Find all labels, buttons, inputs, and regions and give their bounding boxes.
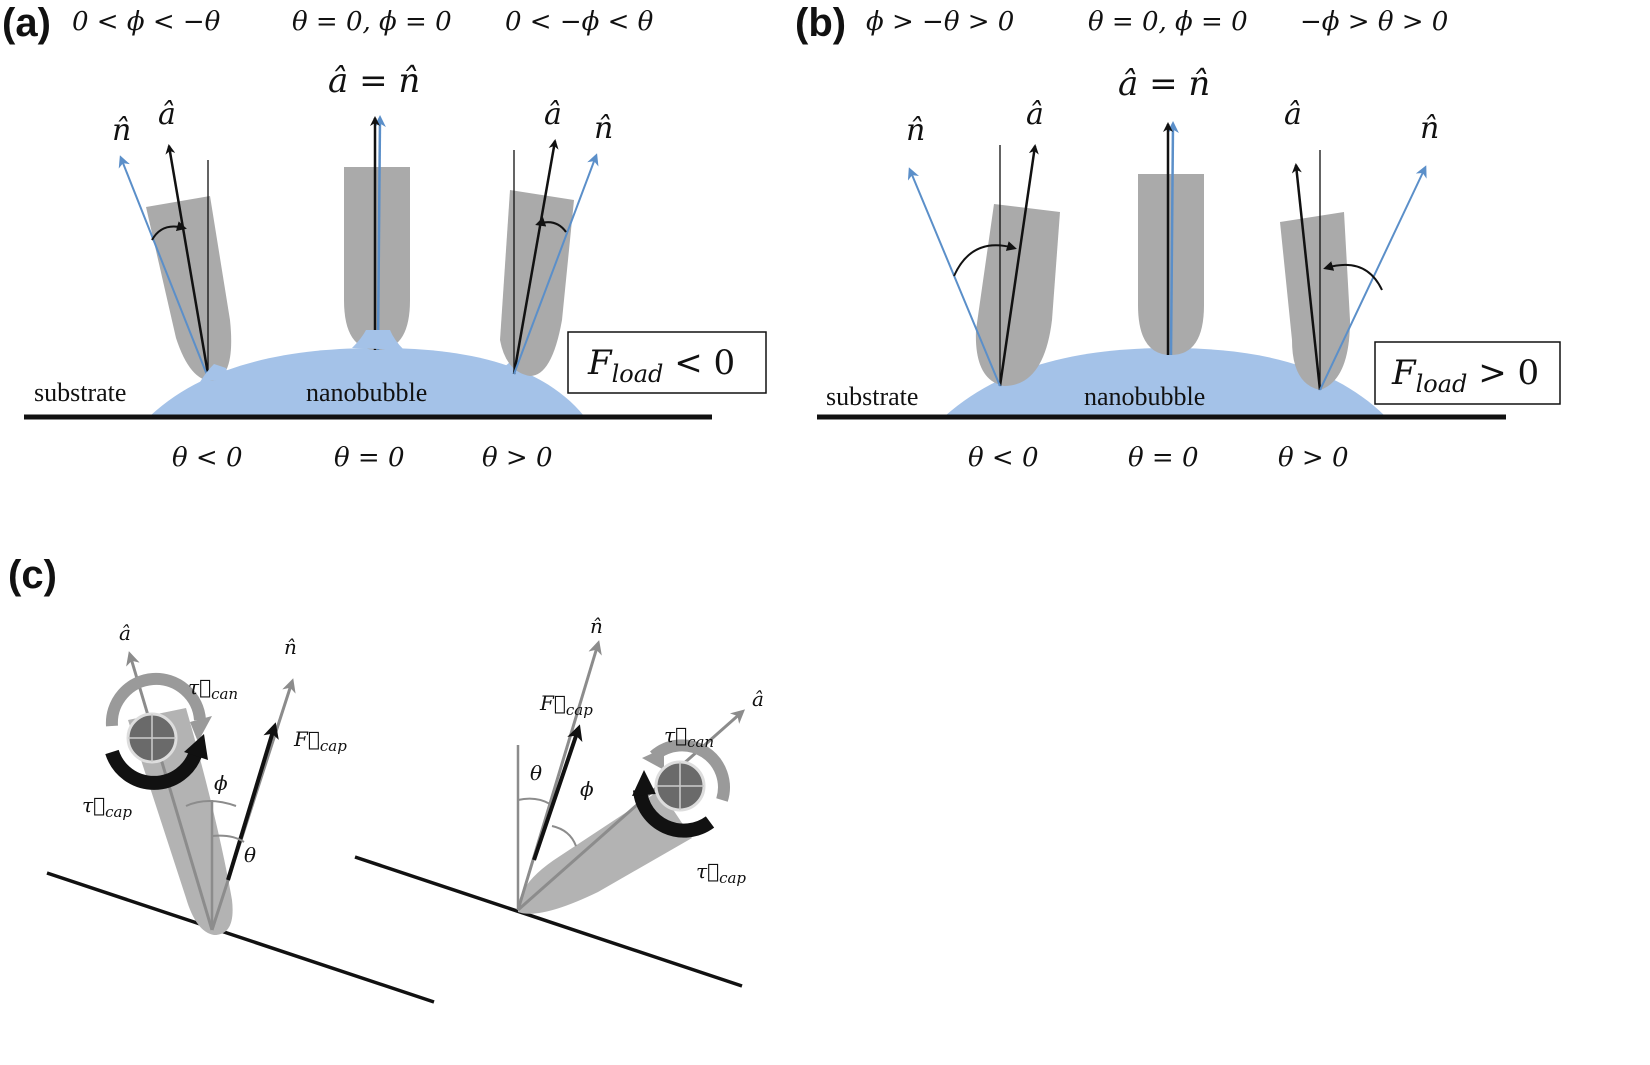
panel-b-nanobubble-shape bbox=[945, 348, 1385, 416]
panel-c-right-tau-cap-arc bbox=[633, 789, 715, 838]
panel-a-meniscus-center bbox=[352, 330, 404, 350]
panel-c-right-phi-label: ϕ bbox=[580, 777, 594, 801]
panel-b-axis-arrow-left bbox=[998, 144, 1039, 387]
panel-c-right-tip bbox=[517, 790, 692, 914]
panel-a-tip-center bbox=[344, 167, 410, 350]
panel-b-left-n-label: n̂ bbox=[906, 113, 925, 148]
panel-c-left-tau-cap-head bbox=[184, 734, 208, 760]
panel-b-theta-center: θ = 0 bbox=[1128, 443, 1199, 473]
panel-c-left-theta-arc bbox=[211, 834, 245, 843]
panel-a-tip-left bbox=[146, 196, 232, 381]
panel-c-right-n-label: n̂ bbox=[590, 614, 603, 638]
panel-c-left-phi-label: ϕ bbox=[214, 771, 228, 795]
panel-a-axis-arrow-right bbox=[512, 139, 559, 375]
panel-c-label: (c) bbox=[8, 553, 57, 597]
panel-c-left-tau-can-arc bbox=[105, 672, 206, 727]
panel-b-normal-arrow-right bbox=[1319, 165, 1427, 391]
panel-b-tip-left bbox=[975, 204, 1060, 386]
panel-a-right-a-label: â bbox=[544, 97, 562, 132]
panel-c-right-substrate bbox=[354, 855, 743, 988]
panel-a-angle-arc-left bbox=[151, 221, 187, 241]
panel-c-left-axis-arrow bbox=[126, 651, 214, 931]
panel-c-left-tau-can-label: τ⃗can bbox=[188, 675, 238, 703]
panel-c-left-fcap-label: F⃗cap bbox=[293, 727, 347, 755]
panel-b-force-box bbox=[1374, 341, 1561, 405]
panel-b-angle-arc-left bbox=[953, 241, 1017, 277]
panel-c-left-theta-label: θ bbox=[244, 843, 256, 867]
panel-c-right-theta-arc bbox=[517, 797, 551, 805]
panel-b-label: (b) bbox=[795, 1, 846, 45]
panel-b: (b) ϕ > −θ > 0 θ = 0, ϕ = 0 −ϕ > θ > 0 â… bbox=[795, 1, 1561, 473]
panel-a-normal-arrow-left bbox=[118, 155, 210, 381]
panel-c-right-tau-can-arc bbox=[650, 739, 730, 802]
panel-b-theta-right: θ > 0 bbox=[1278, 443, 1349, 473]
panel-c-right-fcap-arrow bbox=[532, 724, 583, 861]
panel-c-right-tau-cap-label: τ⃗cap bbox=[696, 859, 746, 887]
panel-a-condition-center: θ = 0, ϕ = 0 bbox=[292, 7, 452, 37]
panel-b-condition-center: θ = 0, ϕ = 0 bbox=[1088, 7, 1248, 37]
panel-b-force-label: Fload > 0 bbox=[1391, 353, 1539, 398]
panel-b-right-n-label: n̂ bbox=[1420, 111, 1439, 146]
panel-a-substrate-label: substrate bbox=[34, 378, 126, 407]
panel-b-normal-arrow-left bbox=[907, 167, 1001, 387]
panel-a-condition-right: 0 < −ϕ < θ bbox=[505, 7, 654, 37]
panel-b-normal-arrow-center bbox=[1166, 121, 1179, 356]
panel-a-theta-left: θ < 0 bbox=[172, 443, 243, 473]
panel-b-tip-right bbox=[1280, 212, 1350, 390]
panel-a-angle-arc-right bbox=[535, 217, 567, 233]
panel-a-meniscus-left bbox=[200, 364, 238, 382]
panel-c-right-axis-arrow bbox=[517, 709, 745, 912]
panel-c-right-theta-label: θ bbox=[530, 761, 542, 785]
panel-a-label: (a) bbox=[2, 1, 51, 45]
panel-b-condition-left: ϕ > −θ > 0 bbox=[866, 7, 1014, 37]
panel-b-substrate-label: substrate bbox=[826, 382, 918, 411]
panel-a-right-n-label: n̂ bbox=[594, 111, 613, 146]
panel-c-right-sketch: n̂ â F⃗cap τ⃗can τ⃗cap θ ϕ bbox=[354, 614, 764, 988]
panel-a-axis-arrow-left bbox=[165, 144, 211, 381]
panel-b-theta-left: θ < 0 bbox=[968, 443, 1039, 473]
panel-c-left-a-label: â bbox=[119, 621, 131, 645]
panel-c-right-phi-arc bbox=[551, 825, 577, 847]
panel-a-normal-arrow-center bbox=[373, 115, 386, 351]
panel-b-right-a-label: â bbox=[1284, 97, 1302, 132]
panel-c-right-tau-can-label: τ⃗can bbox=[664, 723, 714, 751]
panel-b-nanobubble-label: nanobubble bbox=[1084, 382, 1205, 411]
panel-c: (c) â n̂ τ⃗can bbox=[8, 553, 764, 1004]
panel-c-left-fcap-arrow bbox=[226, 722, 279, 881]
panel-c-left-sketch: â n̂ τ⃗can τ⃗cap F⃗cap ϕ θ bbox=[46, 621, 435, 1004]
panel-a-condition-left: 0 < ϕ < −θ bbox=[72, 7, 221, 37]
panel-c-right-normal-arrow bbox=[516, 640, 602, 911]
panel-a-center-vector-label: â = n̂ bbox=[328, 61, 420, 101]
panel-a-nanobubble-shape bbox=[150, 348, 584, 416]
panel-c-right-a-label: â bbox=[752, 687, 764, 711]
panel-b-axis-arrow-right bbox=[1291, 163, 1322, 391]
panel-a-nanobubble-label: nanobubble bbox=[306, 378, 427, 407]
panel-a-left-n-label: n̂ bbox=[112, 113, 131, 148]
panel-a-force-label: Fload < 0 bbox=[587, 343, 735, 388]
panel-c-right-tau-cap-head bbox=[632, 770, 656, 796]
panel-c-left-tau-cap-label: τ⃗cap bbox=[82, 793, 132, 821]
panel-b-angle-arc-right bbox=[1323, 261, 1383, 291]
panel-a-tip-right bbox=[500, 190, 574, 376]
panel-b-condition-right: −ϕ > θ > 0 bbox=[1300, 7, 1448, 37]
panel-c-left-tau-can-head bbox=[190, 716, 212, 742]
panel-a-normal-arrow-right bbox=[513, 153, 599, 375]
panel-c-left-phi-arc bbox=[185, 800, 237, 807]
panel-c-left-substrate bbox=[46, 871, 435, 1004]
panel-b-left-a-label: â bbox=[1026, 97, 1044, 132]
panel-a-left-a-label: â bbox=[158, 97, 176, 132]
panel-a-force-box bbox=[567, 331, 767, 394]
panel-c-left-tau-cap-arc bbox=[105, 749, 203, 790]
panel-b-center-vector-label: â = n̂ bbox=[1118, 64, 1210, 104]
panel-c-right-tau-can-head bbox=[642, 748, 664, 770]
panel-c-left-n-label: n̂ bbox=[284, 635, 297, 659]
panel-a-theta-center: θ = 0 bbox=[334, 443, 405, 473]
panel-a-theta-right: θ > 0 bbox=[482, 443, 553, 473]
panel-a: (a) 0 < ϕ < −θ θ = 0, ϕ = 0 0 < −ϕ < θ â… bbox=[2, 1, 767, 473]
panel-c-right-fcap-label: F⃗cap bbox=[539, 691, 593, 719]
